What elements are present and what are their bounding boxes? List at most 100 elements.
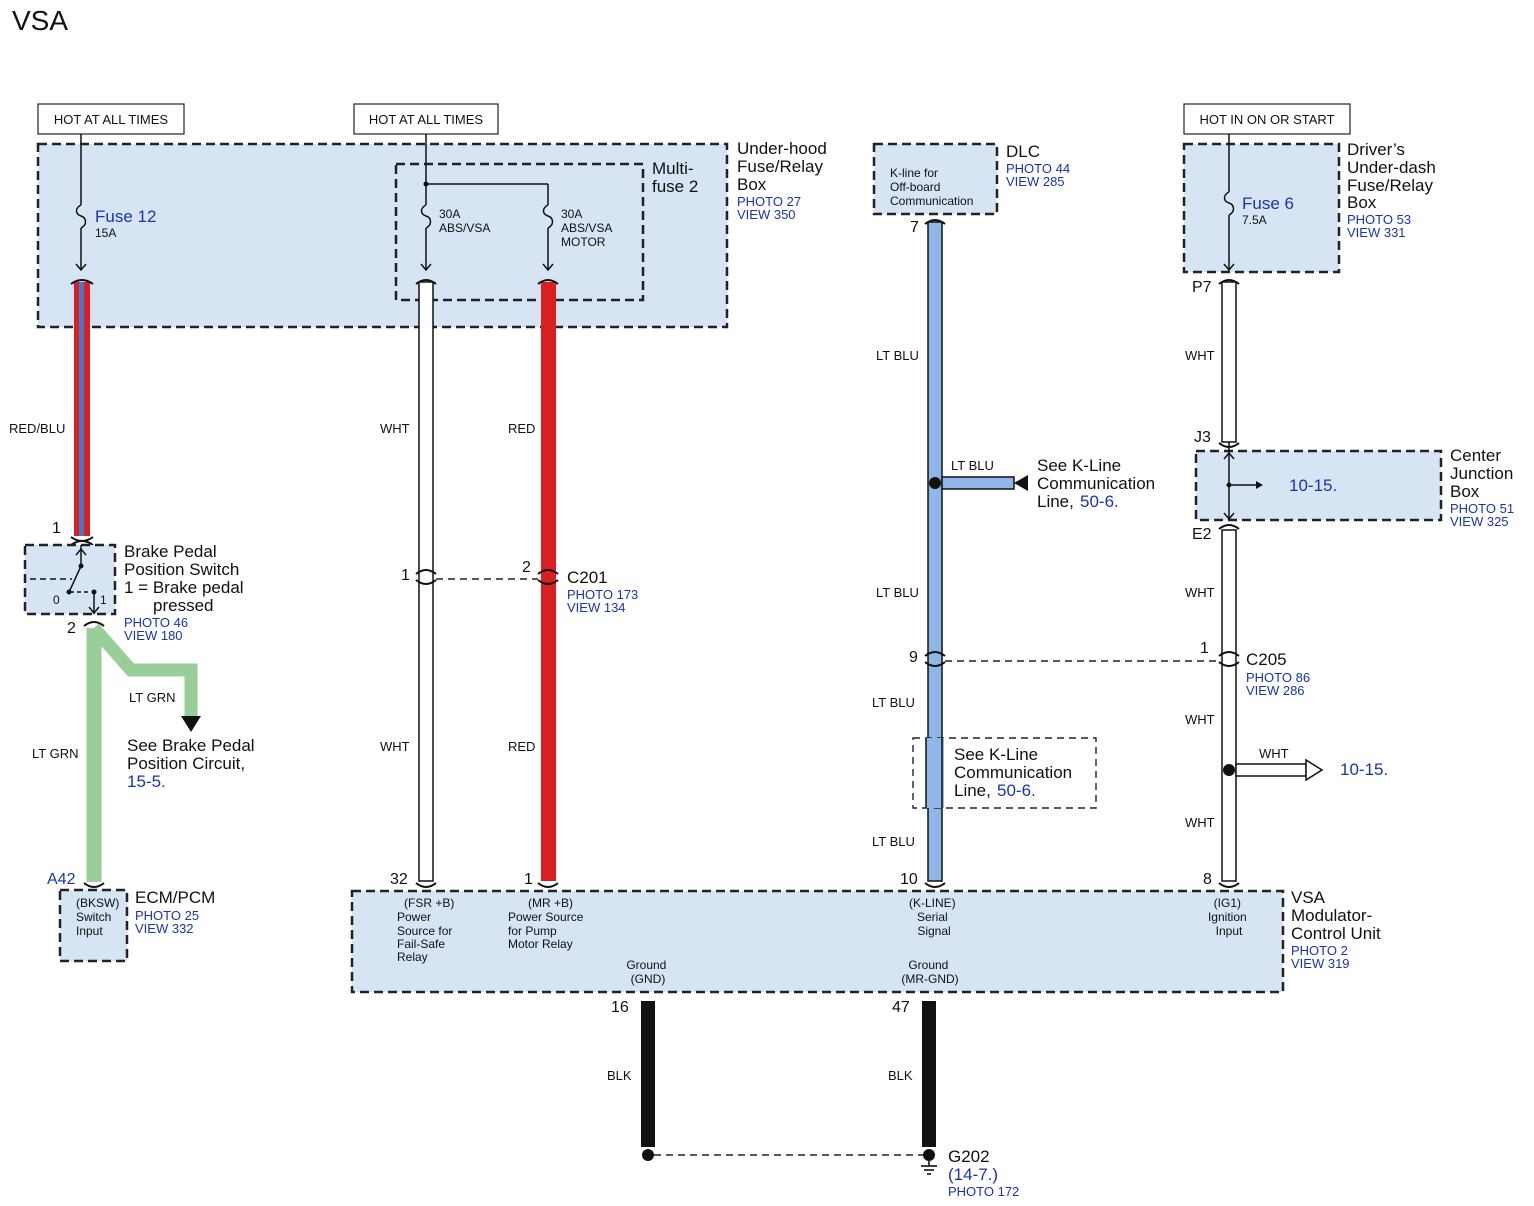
header-1-label: HOT AT ALL TIMES [54,112,168,127]
brake-switch-photo-link[interactable]: PHOTO 46 [124,615,188,630]
vsa-unit-view-link[interactable]: VIEW 319 [1291,956,1350,971]
driver-box-view-link[interactable]: VIEW 331 [1347,225,1406,240]
kline-ref-2-text: See K-Line Communication Line, [954,745,1077,800]
wire-label-lt-blu-4: LT BLU [872,695,915,710]
vsa-pin-16: 16 [611,999,629,1016]
wire-label-lt-blu-3: LT BLU [876,585,919,600]
ground-photo-link[interactable]: PHOTO 172 [948,1184,1019,1199]
wire-blk-mrgnd [922,1001,936,1147]
wire-wht-ig1-upper [1221,281,1237,443]
dlc-description: K-line for Off-board Communication [890,166,973,208]
wire-lt-grn-branch [89,623,198,716]
header-box-1 [37,103,185,135]
c201-view-link[interactable]: VIEW 134 [567,600,626,615]
brake-switch-pos-0: 0 [53,593,60,607]
wht-splice-dot [1223,764,1235,776]
wire-label-lt-blu-1: LT BLU [876,348,919,363]
ground-icon [921,1161,937,1175]
underhood-photo-link[interactable]: PHOTO 27 [737,194,801,209]
center-jbox-pin-bottom: E2 [1192,526,1212,543]
ecm-pin[interactable]: A42 [47,871,76,888]
diagram-title: VSA [12,5,68,36]
underhood-view-link[interactable]: VIEW 350 [737,207,796,222]
vsa-mrgnd-desc: Ground (MR-GND) [901,958,958,986]
wire-label-red-2: RED [508,739,535,754]
c205-view-link[interactable]: VIEW 286 [1246,683,1305,698]
ecm-description: (BKSW) Switch Input [76,896,123,938]
header-box-2 [353,103,499,135]
vsa-mr-desc: (MR +B) Power Source for Pump Motor Rela… [508,896,587,951]
wire-label-red-blu: RED/BLU [9,421,65,436]
fuse-30a-motor-label: 30A ABS/VSA MOTOR [561,207,615,249]
c205-connector [924,651,1240,667]
underhood-box-name: Under-hood Fuse/Relay Box [737,139,832,194]
vsa-pin-32: 32 [390,871,408,888]
wire-lt-blu-kline [927,221,943,882]
fuse-12-label[interactable]: Fuse 12 [95,207,156,226]
dlc-view-link[interactable]: VIEW 285 [1006,174,1065,189]
driver-box-photo-link[interactable]: PHOTO 53 [1347,212,1411,227]
ground-dot-right [923,1149,935,1161]
wire-label-wht-r4: WHT [1185,815,1215,830]
kline-ref-1-text: See K-Line Communication Line, [1037,456,1160,511]
wire-wht-fsr [418,281,434,882]
vsa-pin-10: 10 [900,871,918,888]
wht-branch-ref-link[interactable]: 10-15. [1340,760,1388,779]
vsa-ig1-desc: (IG1) Ignition Input [1208,896,1250,938]
c205-pin-right: 1 [1200,640,1209,657]
fuse-6-label[interactable]: Fuse 6 [1242,194,1294,213]
header-2-label: HOT AT ALL TIMES [369,112,483,127]
ecm-photo-link[interactable]: PHOTO 25 [135,908,199,923]
wht-branch-label: WHT [1259,746,1289,761]
vsa-unit-box [350,889,1285,994]
ecm-name: ECM/PCM [135,888,215,907]
kline-branch-arrow [1014,475,1028,491]
wire-red-motor [541,282,556,881]
center-jbox-pin-top: J3 [1194,429,1211,446]
c201-photo-link[interactable]: PHOTO 173 [567,587,638,602]
center-jbox-photo-link[interactable]: PHOTO 51 [1450,501,1514,516]
multifuse-name: Multi- fuse 2 [652,159,698,196]
header-3-label: HOT IN ON OR START [1199,112,1334,127]
ecm-pcm-box [58,888,129,963]
c205-pin-left: 9 [909,649,918,666]
center-jbox-name: Center Junction Box [1450,446,1518,501]
c205-name: C205 [1246,650,1287,669]
c201-name: C201 [567,568,608,587]
ecm-view-link[interactable]: VIEW 332 [135,921,194,936]
wire-red-blu [74,282,90,536]
c201-connector [415,569,559,585]
connector-caps [70,219,1240,888]
fuse-30a-absvsa-label: 30A ABS/VSA [439,207,490,235]
center-jbox-ref-link[interactable]: 10-15. [1289,476,1337,495]
driver-box-pin: P7 [1192,279,1212,296]
driver-box-name: Driver’s Under-dash Fuse/Relay Box [1347,140,1441,212]
wire-label-lt-grn-2: LT GRN [32,746,78,761]
fuse-30a-motor-symbol [542,204,554,229]
header-box-3 [1183,103,1351,135]
multifuse-2-box [394,162,645,302]
fuse-6-rating: 7.5A [1242,213,1267,227]
c205-photo-link[interactable]: PHOTO 86 [1246,670,1310,685]
vsa-unit-name: VSA Modulator- Control Unit [1291,888,1381,943]
wire-label-wht-1: WHT [380,421,410,436]
vsa-unit-photo-link[interactable]: PHOTO 2 [1291,943,1348,958]
dlc-photo-link[interactable]: PHOTO 44 [1006,161,1070,176]
wire-wht-ig1-lower [1221,529,1237,882]
fuse-30a-absvsa-symbol [420,204,432,229]
kline-ref-1-link[interactable]: 50-6. [1080,492,1119,511]
vsa-pin-8: 8 [1203,871,1212,888]
center-jbox-view-link[interactable]: VIEW 325 [1450,514,1509,529]
kline-ref-2-box [912,737,1097,809]
brake-ref-link[interactable]: 15-5. [127,772,166,791]
brake-switch-pos-1: 1 [100,593,107,607]
kline-ref-2-link[interactable]: 50-6. [997,781,1036,800]
brake-switch-view-link[interactable]: VIEW 180 [124,628,183,643]
brake-ref-text: See Brake Pedal Position Circuit, [127,736,259,773]
wire-label-blk-2: BLK [888,1068,913,1083]
ground-ref-link[interactable]: (14-7.) [948,1165,998,1184]
wire-label-blk-1: BLK [607,1068,632,1083]
kline-splice-dot [929,477,941,489]
wire-label-lt-blu-5: LT BLU [872,834,915,849]
